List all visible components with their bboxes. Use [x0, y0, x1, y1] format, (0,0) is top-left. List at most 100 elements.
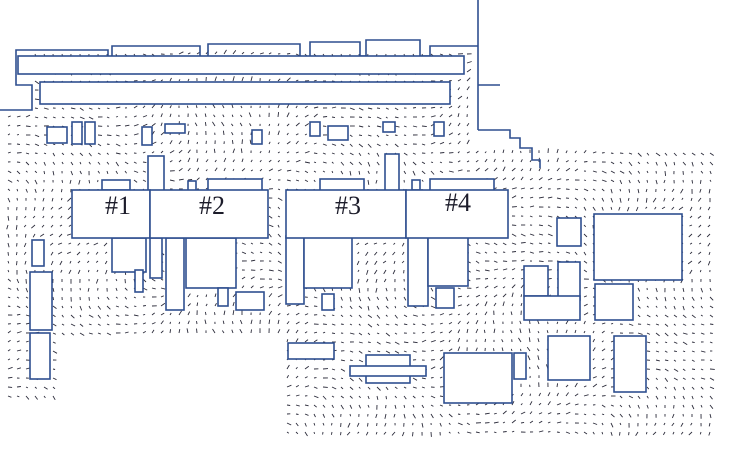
flow-vector — [34, 188, 37, 193]
flow-vector — [16, 287, 19, 292]
flow-vector — [492, 320, 495, 325]
flow-vector — [700, 323, 705, 326]
flow-vector — [58, 233, 63, 238]
flow-vector — [277, 302, 281, 307]
flow-vector — [556, 167, 560, 172]
flow-vector — [88, 314, 94, 318]
flow-vector — [133, 133, 139, 136]
flow-vector — [457, 122, 461, 127]
flow-vector — [25, 161, 30, 166]
flow-vector — [520, 348, 522, 352]
flow-vector — [70, 305, 73, 309]
flow-vector — [133, 123, 139, 127]
flow-vector — [295, 170, 300, 173]
flow-vector — [52, 386, 56, 390]
flow-vector — [133, 115, 137, 118]
flow-vector — [214, 76, 217, 82]
flow-vector — [178, 310, 182, 316]
flow-vector — [214, 167, 218, 172]
flow-vector — [511, 159, 514, 163]
building-c6 — [594, 283, 634, 321]
flow-vector — [385, 107, 389, 110]
flow-vector — [680, 422, 684, 427]
flow-vector — [565, 167, 571, 172]
flow-vector — [15, 251, 18, 256]
flow-vector — [68, 242, 72, 245]
flow-vector — [51, 188, 54, 192]
flow-vector — [88, 305, 91, 310]
flow-vector — [52, 161, 56, 165]
flow-vector — [205, 105, 207, 109]
flow-vector — [115, 287, 118, 291]
flow-vector — [231, 329, 234, 334]
flow-vector — [160, 312, 165, 316]
right-buildings — [478, 129, 683, 393]
flow-vector — [708, 422, 711, 427]
flow-vector — [697, 233, 702, 238]
flow-vector — [241, 276, 246, 280]
flow-vector — [682, 332, 688, 335]
flow-vector — [673, 395, 676, 400]
flow-vector — [25, 395, 30, 400]
flow-vector — [16, 170, 21, 175]
flow-vector — [457, 304, 462, 307]
flow-vector — [610, 197, 614, 203]
flow-vector — [358, 161, 362, 166]
flow-vector — [439, 53, 444, 56]
flow-vector — [50, 251, 54, 256]
flow-vector — [511, 430, 515, 433]
flow-vector — [313, 422, 316, 426]
flow-vector — [394, 296, 397, 300]
flow-vector — [250, 169, 254, 172]
flow-vector — [412, 170, 416, 176]
flow-vector — [367, 296, 371, 301]
flow-vector — [592, 394, 596, 397]
flow-vector — [115, 170, 118, 175]
flow-vector — [16, 143, 20, 145]
flow-vector — [583, 269, 588, 273]
flow-vector — [357, 431, 360, 434]
flow-vector — [655, 404, 658, 408]
flow-vector — [277, 151, 280, 154]
flow-vector — [7, 339, 11, 343]
flow-vector — [178, 51, 184, 55]
flow-vector — [655, 161, 658, 166]
flow-vector — [457, 133, 461, 136]
flow-vector — [313, 331, 318, 334]
flow-vector — [60, 215, 63, 219]
flow-vector — [7, 233, 10, 238]
flow-vector — [700, 296, 703, 300]
flow-vector — [708, 215, 711, 220]
flow-vector — [43, 152, 47, 155]
flow-vector — [358, 134, 363, 137]
flow-vector — [430, 305, 436, 309]
flow-vector — [457, 329, 461, 334]
flow-vector — [664, 188, 666, 192]
flow-vector — [331, 116, 336, 119]
flow-vector — [106, 134, 112, 137]
flow-vector — [286, 313, 290, 316]
flow-vector — [583, 242, 587, 246]
flow-vector — [16, 188, 19, 192]
flow-vector — [537, 338, 540, 343]
flow-vector — [601, 384, 607, 388]
flow-vector — [385, 305, 389, 309]
flow-vector — [448, 170, 454, 173]
flow-vector — [160, 141, 163, 145]
flow-vector — [681, 197, 684, 200]
flow-vector — [457, 105, 461, 109]
flow-vector — [97, 143, 102, 147]
flow-vector — [475, 269, 480, 272]
flow-vector — [239, 328, 243, 334]
flow-vector — [493, 412, 497, 415]
flow-vector — [556, 148, 559, 154]
flow-vector — [663, 431, 666, 436]
flow-vector — [538, 420, 543, 424]
flow-vector — [484, 269, 490, 272]
flow-vector — [385, 143, 389, 146]
flow-vector — [187, 167, 191, 172]
flow-vector — [484, 285, 489, 289]
flow-vector — [375, 179, 378, 184]
flow-vector — [466, 321, 470, 325]
flow-vector — [349, 404, 353, 409]
